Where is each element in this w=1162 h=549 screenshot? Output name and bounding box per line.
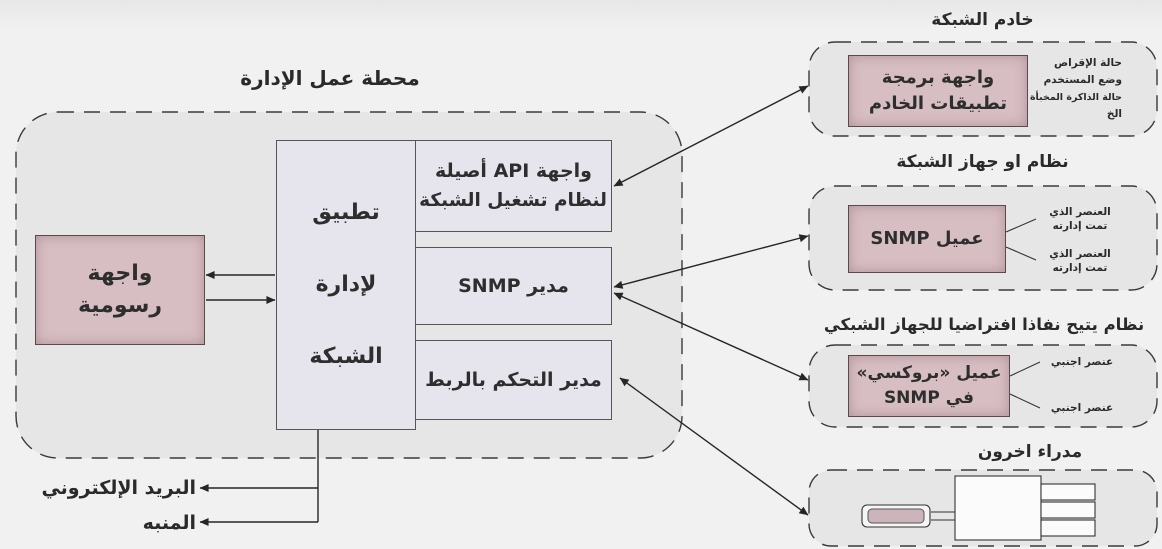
link-control-manager-label: مدير التحكم بالربط [425,369,602,391]
snmp-manager-box: مدير SNMP [415,247,612,325]
other-managers-title: مدراء اخرون [977,442,1083,462]
workstation-title: محطة عمل الإدارة [240,66,420,90]
app-label-line1: تطبيق [312,201,380,225]
alarm-output-label: المنبه [142,512,196,534]
foreign-element-label: عنصر اجنبي [1050,356,1114,368]
snmp-agent-box: عميل SNMP [848,205,1006,273]
server-api-label-line1: واجهة برمجة [881,67,995,88]
managed-element-label-line1: العنصر الذي [1049,248,1111,260]
email-output-label: البريد الإلكتروني [41,477,196,499]
snmp-agent-label: عميل SNMP [870,228,984,249]
server-status-item: الخ [1106,108,1122,120]
arrow-snmp-manager-proxy [613,292,809,381]
managed-element-2: العنصر الذي تمت إدارته [1036,247,1124,275]
console-screen-icon [867,508,925,524]
server-title: خادم الشبكة [931,10,1034,30]
foreign-element-link-2 [1009,393,1041,409]
rack-slot-icon-2 [1040,501,1096,519]
arrow-link-manager-other-managers [619,377,809,516]
network-management-app-box: تطبيق لإدارة الشبكة [276,140,416,430]
proxy-agent-label-line1: عميل «بروكسي» [856,363,1002,383]
managed-element-1: العنصر الذي تمت إدارته [1036,205,1124,233]
foreign-element-link-1 [1009,361,1041,377]
server-status-item: حالة الإقراص [1053,57,1122,69]
managed-element-label-line2: تمت إدارته [1052,262,1108,274]
server-api-box: واجهة برمجة تطبيقات الخادم [848,55,1028,127]
gui-label-line2: رسومية [77,293,163,318]
managed-element-link-1 [1005,218,1037,233]
snmp-manager-label: مدير SNMP [458,275,569,297]
managed-element-label-line1: العنصر الذي [1049,206,1111,218]
app-label-line2: لإدارة [315,273,377,297]
host-box-icon [954,475,1042,541]
gui-label-line1: واجهة [87,261,153,286]
native-api-box: واجهة API أصيلة لنظام تشغيل الشبكة [415,140,612,232]
managed-element-label-line2: تمت إدارته [1052,220,1108,232]
native-api-label-line1: واجهة API أصيلة [435,160,592,182]
managed-element-link-2 [1005,246,1037,261]
foreign-element-2: عنصر اجنبي [1040,400,1124,416]
foreign-element-1: عنصر اجنبي [1040,354,1124,370]
rack-slot-icon-1 [1040,483,1096,501]
proxy-agent-label-line2: في SNMP [883,388,975,408]
foreign-element-label: عنصر اجنبي [1050,402,1114,414]
arrow-snmp-manager-agent [613,234,809,289]
server-status-item: حالة الذاكرة المخبأة [1029,92,1122,103]
other-managers-equipment-icon [861,475,1096,541]
rack-slot-icon-3 [1040,519,1096,537]
proxy-title: نظام يتيح نفاذا افتراضيا للجهاز الشبكي [823,315,1145,334]
server-status-item: وضع المستخدم [1043,74,1122,86]
native-api-label-line2: لنظام تشغيل الشبكة [420,190,607,211]
app-label-line3: الشبكة [309,345,383,369]
device-title: نظام او جهاز الشبكة [896,152,1069,172]
link-control-manager-box: مدير التحكم بالربط [415,340,612,420]
graphical-interface-box: واجهة رسومية [35,235,205,345]
server-status-list: حالة الإقراص وضع المستخدم حالة الذاكرة ا… [1028,55,1122,123]
arrow-native-api-server [613,85,809,187]
server-api-label-line2: تطبيقات الخادم [868,93,1008,114]
snmp-proxy-agent-box: عميل «بروكسي» في SNMP [848,355,1010,417]
